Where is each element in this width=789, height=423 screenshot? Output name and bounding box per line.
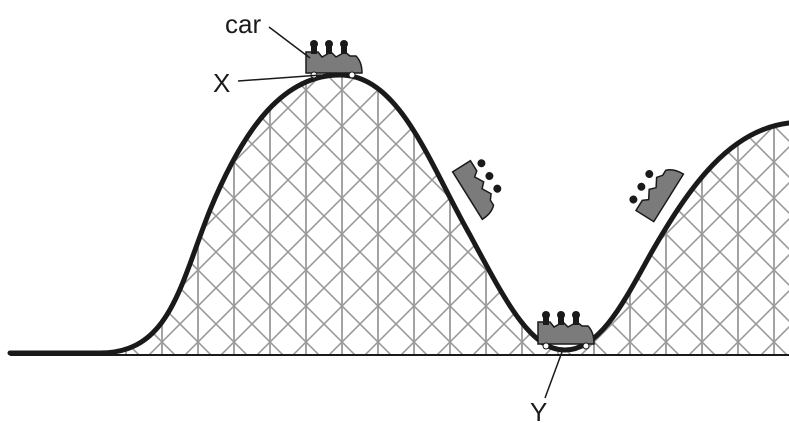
car-climbing bbox=[629, 168, 685, 223]
y-leader-line bbox=[544, 351, 563, 399]
coaster-track bbox=[7, 72, 789, 356]
car-descending bbox=[451, 159, 502, 221]
point-y-label: Y bbox=[530, 397, 547, 423]
car-at-bottom bbox=[537, 311, 595, 350]
car-leader-line bbox=[268, 26, 311, 59]
car-at-top bbox=[305, 40, 363, 79]
car-label: car bbox=[225, 9, 261, 39]
x-leader-line bbox=[237, 74, 322, 82]
point-x-label: X bbox=[213, 68, 230, 98]
trestle-structure bbox=[100, 75, 789, 356]
